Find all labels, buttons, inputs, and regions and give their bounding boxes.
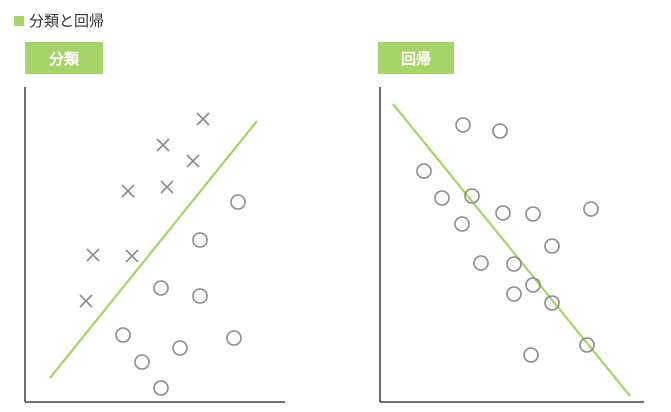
circle-marker-icon — [134, 354, 150, 370]
circle-marker-icon — [153, 280, 169, 296]
circle-marker-icon — [583, 201, 599, 217]
green-square-icon — [14, 15, 24, 26]
cross-marker-icon — [79, 294, 93, 308]
classification-tag: 分類 — [25, 42, 103, 74]
circle-marker-icon — [416, 163, 432, 179]
regression-tag: 回帰 — [378, 42, 454, 74]
circle-marker-icon — [525, 206, 541, 222]
circle-marker-icon — [506, 256, 522, 272]
circle-marker-icon — [434, 190, 450, 206]
circle-marker-icon — [172, 340, 188, 356]
circle-marker-icon — [544, 295, 560, 311]
circle-marker-icon — [226, 330, 242, 346]
circle-marker-icon — [230, 194, 246, 210]
cross-marker-icon — [156, 138, 170, 152]
circle-marker-icon — [455, 117, 471, 133]
circle-marker-icon — [525, 277, 541, 293]
circle-marker-icon — [153, 380, 169, 396]
circle-marker-icon — [544, 238, 560, 254]
circle-marker-icon — [523, 347, 539, 363]
circle-marker-icon — [115, 327, 131, 343]
class-b-markers — [115, 194, 246, 396]
circle-marker-icon — [492, 123, 508, 139]
cross-marker-icon — [121, 184, 135, 198]
cross-marker-icon — [160, 180, 174, 194]
circle-marker-icon — [454, 216, 470, 232]
section-header: 分類と回帰 — [14, 10, 104, 31]
classification-axes — [24, 87, 285, 403]
cross-marker-icon — [196, 112, 210, 126]
circle-marker-icon — [579, 337, 595, 353]
regression-label: 回帰 — [400, 49, 431, 68]
circle-marker-icon — [192, 288, 208, 304]
cross-marker-icon — [125, 249, 139, 263]
classification-label: 分類 — [48, 49, 79, 68]
circle-marker-icon — [464, 188, 480, 204]
cross-marker-icon — [186, 154, 200, 168]
class-a-markers — [79, 112, 210, 308]
circle-marker-icon — [473, 255, 489, 271]
cross-marker-icon — [86, 248, 100, 262]
regression-line — [392, 103, 631, 397]
circle-marker-icon — [495, 205, 511, 221]
regression-points — [416, 117, 599, 363]
section-title: 分類と回帰 — [29, 12, 105, 30]
regression-axes — [379, 87, 644, 403]
decision-boundary — [49, 120, 258, 379]
circle-marker-icon — [506, 286, 522, 302]
circle-marker-icon — [192, 232, 208, 248]
